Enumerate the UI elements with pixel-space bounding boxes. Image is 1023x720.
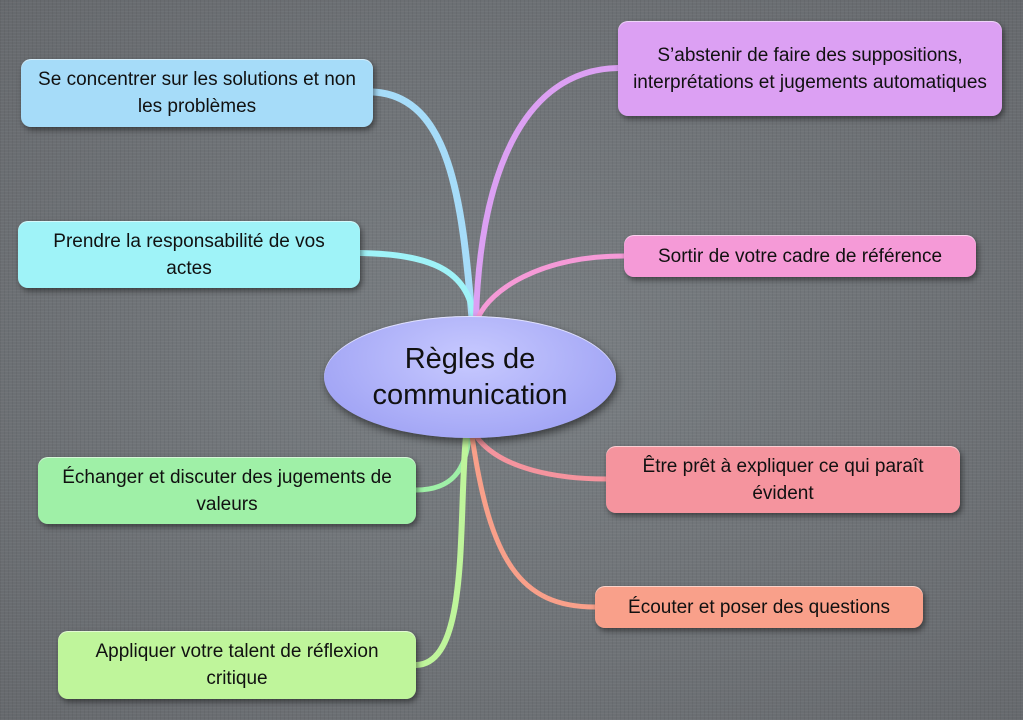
topic-cadre[interactable]: Sortir de votre cadre de référence (624, 235, 976, 277)
connector-evident (473, 433, 609, 482)
connector-abstenir (473, 65, 621, 321)
topic-responsabilite[interactable]: Prendre la responsabilité de vos actes (18, 221, 360, 288)
topic-ecouter[interactable]: Écouter et poser des questions (595, 586, 923, 628)
topic-evident[interactable]: Être prêt à expliquer ce qui paraît évid… (606, 446, 960, 513)
topic-echanger-label: Échanger et discuter des jugements de va… (62, 466, 392, 515)
connector-cadre (475, 253, 627, 321)
topic-echanger[interactable]: Échanger et discuter des jugements de va… (38, 457, 416, 524)
topic-reflexion-label: Appliquer votre talent de réflexion crit… (95, 641, 379, 689)
topic-solutions[interactable]: Se concentrer sur les solutions et non l… (21, 59, 373, 127)
central-topic-label: Règles de communication (372, 343, 568, 411)
topic-solutions-label: Se concentrer sur les solutions et non l… (38, 69, 356, 117)
topic-abstenir-label: S’abstenir de faire des suppositions, in… (633, 44, 987, 93)
connector-ecouter (469, 433, 598, 610)
connector-reflexion (413, 433, 469, 668)
topic-reflexion[interactable]: Appliquer votre talent de réflexion crit… (58, 631, 416, 699)
connector-responsabilite (357, 250, 477, 321)
central-topic[interactable]: Règles de communication (324, 316, 616, 438)
topic-responsabilite-label: Prendre la responsabilité de vos actes (53, 230, 325, 279)
connector-solutions (369, 88, 476, 322)
topic-ecouter-label: Écouter et poser des questions (628, 596, 890, 618)
topic-cadre-label: Sortir de votre cadre de référence (657, 245, 943, 267)
topic-abstenir[interactable]: S’abstenir de faire des suppositions, in… (618, 21, 1002, 116)
topic-evident-label: Être prêt à expliquer ce qui paraît évid… (642, 455, 924, 504)
